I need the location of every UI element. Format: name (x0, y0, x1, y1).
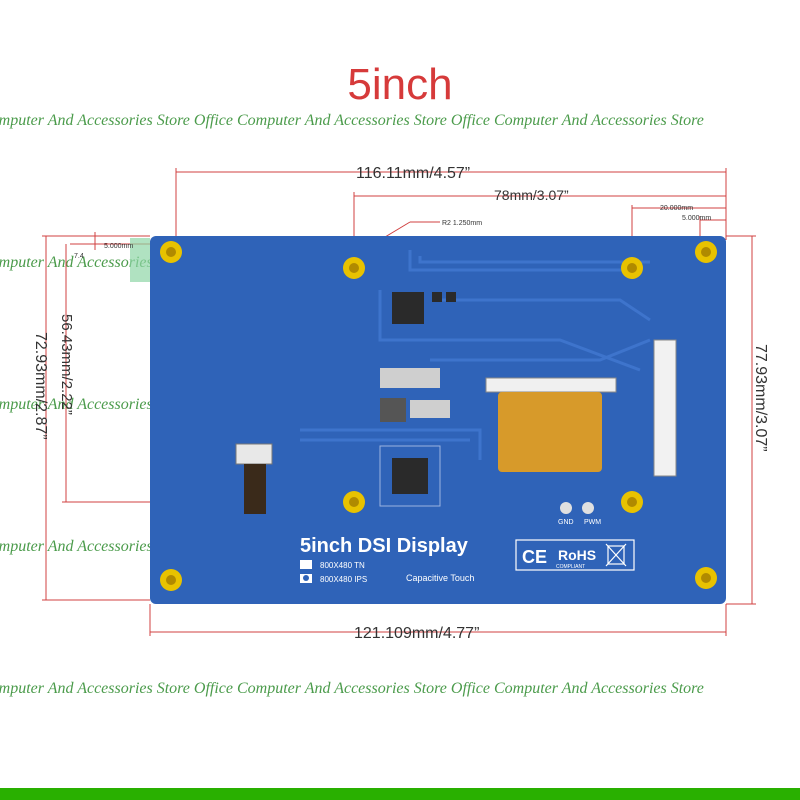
inductor (380, 398, 406, 422)
pwm-label: PWM (584, 519, 601, 526)
touch-cable (244, 464, 266, 514)
dim-small-top-b: 5.000mm (682, 215, 711, 222)
option-ips: 800X480 IPS (320, 575, 367, 584)
board-label: 5inch DSI Display (300, 535, 469, 557)
dim-hole-width: 78mm/3.07” (494, 187, 569, 203)
pcb-board (150, 236, 726, 604)
board-edge-tab (130, 238, 150, 282)
ribbon-cable (498, 392, 602, 472)
dsi-connector (653, 339, 677, 477)
pcb-traces (300, 250, 651, 460)
rohs-mark: RoHS (558, 547, 596, 563)
dim-small-top-a: 20.000mm (660, 205, 693, 212)
bottom-bar (0, 788, 800, 800)
chip-top (392, 292, 424, 324)
touch-connector (235, 443, 273, 465)
small-component (432, 292, 442, 302)
component-row (410, 400, 450, 418)
dim-bottom-width: 121.109mm/4.77” (354, 625, 479, 642)
chip-pins (379, 445, 441, 507)
dim-small-left-b: 7.4 (74, 253, 84, 260)
fpc-connector (485, 377, 617, 393)
mounting-holes (160, 241, 717, 591)
dim-small-left: 5.000mm (104, 243, 133, 250)
option-box-tn (300, 560, 312, 569)
option-tn: 800X480 TN (320, 561, 365, 570)
option-mark (303, 575, 309, 581)
rohs-compliant: COMPLIANT (556, 564, 585, 570)
watermark-row: Computer And Accessories Store Office Co… (0, 680, 704, 697)
chip-controller (392, 458, 428, 494)
gnd-pad (560, 502, 572, 514)
ce-mark: CE (522, 547, 547, 567)
cert-box (515, 539, 635, 571)
capacitive-label: Capacitive Touch (406, 573, 474, 583)
gnd-label: GND (558, 519, 574, 526)
dim-left-outer: 72.93mm/2.87” (32, 332, 49, 440)
dim-total-width: 116.11mm/4.57” (356, 165, 470, 182)
dim-radius: R2 1.250mm (442, 220, 482, 227)
small-component (446, 292, 456, 302)
weee-icon (605, 543, 627, 567)
pwm-pad (582, 502, 594, 514)
dimension-lines (42, 168, 756, 636)
watermark-row: Computer And Accessories Store Office Co… (0, 112, 704, 129)
dim-left-inner: 56.43mm/2.22” (58, 314, 75, 415)
component-row (380, 368, 440, 388)
page-title: 5inch (347, 60, 453, 109)
dim-right-height: 77.93mm/3.07” (752, 344, 769, 452)
